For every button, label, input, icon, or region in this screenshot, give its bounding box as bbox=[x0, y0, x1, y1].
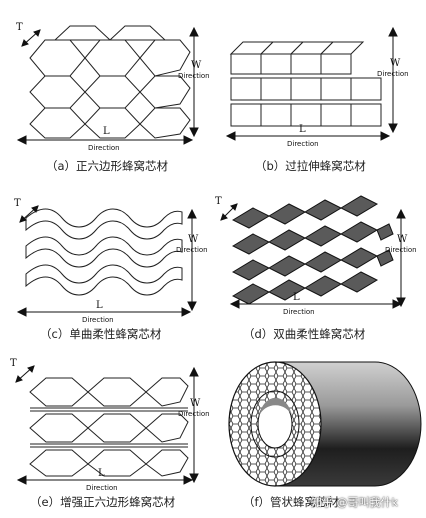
hex-layer-3 bbox=[29, 107, 191, 139]
tube-inner-rim bbox=[250, 390, 300, 458]
panel-e: T W Direction L Direction （e）增强正六边形蜂窝芯材 bbox=[0, 352, 213, 518]
t-label-c: T bbox=[14, 198, 21, 209]
double-curved-core-diagram: T W Direction L Direction bbox=[215, 195, 417, 316]
wave-ribbon-3 bbox=[25, 264, 183, 296]
dark-block-row-4 bbox=[231, 271, 379, 305]
dimension-arrows bbox=[16, 26, 199, 145]
caption-b: （b）过拉伸蜂窝芯材 bbox=[255, 159, 366, 173]
l-label-c: L bbox=[96, 300, 103, 311]
reinforced-layer-1 bbox=[29, 377, 189, 412]
dark-block-row-2 bbox=[231, 221, 394, 255]
dark-block-row-1 bbox=[231, 195, 379, 229]
overexpanded-core-diagram: W Direction L Direction bbox=[225, 26, 409, 148]
l-label: L bbox=[103, 126, 110, 137]
rect-layer-2 bbox=[230, 77, 382, 101]
panel-f: （f）管状蜂窝芯材 知乎 @哥叫我什k bbox=[213, 352, 426, 518]
w-direction-label-e: Direction bbox=[178, 410, 210, 418]
dimension-arrows-b bbox=[225, 26, 398, 141]
l-label-b: L bbox=[299, 124, 306, 135]
w-label-e: W bbox=[190, 398, 201, 409]
caption-a: （a）正六边形蜂窝芯材 bbox=[46, 159, 169, 173]
l-direction-label-d: Direction bbox=[283, 308, 315, 316]
single-curved-core-diagram: T W Direction L Direction bbox=[14, 198, 208, 324]
wave-ribbon-2 bbox=[25, 236, 183, 268]
w-direction-label-c: Direction bbox=[176, 246, 208, 254]
watermark: 知乎 @哥叫我什k bbox=[311, 496, 398, 509]
wave-ribbon-1 bbox=[25, 208, 183, 240]
t-label: T bbox=[16, 22, 23, 33]
caption-c: （c）单曲柔性蜂窝芯材 bbox=[40, 327, 162, 341]
t-label-e: T bbox=[10, 358, 17, 369]
w-direction-label: Direction bbox=[178, 72, 210, 80]
tubular-core-diagram bbox=[228, 361, 422, 487]
panel-c: T W Direction L Direction （c）单曲柔性蜂窝芯材 bbox=[0, 190, 213, 350]
w-label-d: W bbox=[397, 234, 408, 245]
l-label-d: L bbox=[293, 292, 300, 303]
l-direction-label: Direction bbox=[88, 144, 120, 152]
l-label-e: L bbox=[98, 468, 105, 479]
panel-a: T W Direction L Direction （a）正六边形蜂窝芯材 bbox=[0, 0, 213, 178]
reinforced-layer-2 bbox=[29, 413, 189, 448]
w-direction-label-b: Direction bbox=[377, 70, 409, 78]
caption-f: （f）管状蜂窝芯材 bbox=[243, 495, 340, 509]
t-label-d: T bbox=[215, 196, 222, 207]
dimension-arrows-d bbox=[220, 203, 406, 309]
dimension-arrows-c bbox=[16, 205, 197, 317]
l-direction-label-c: Direction bbox=[82, 316, 114, 324]
w-label-b: W bbox=[390, 58, 401, 69]
dark-block-row-3 bbox=[231, 247, 394, 281]
w-label: W bbox=[191, 60, 202, 71]
reinforced-hexagon-core-diagram: T W Direction L Direction bbox=[10, 358, 210, 492]
l-direction-label-b: Direction bbox=[287, 140, 319, 148]
panel-b: W Direction L Direction （b）过拉伸蜂窝芯材 bbox=[213, 0, 426, 178]
hex-layer-2 bbox=[29, 75, 191, 109]
panel-d: T W Direction L Direction （d）双曲柔性蜂窝芯材 bbox=[213, 190, 426, 350]
hexagon-core-diagram: T W Direction L Direction bbox=[16, 22, 210, 152]
w-direction-label-d: Direction bbox=[385, 246, 417, 254]
tube-inner-shadow bbox=[259, 397, 292, 416]
reinforced-layer-3 bbox=[29, 449, 189, 477]
l-direction-label-e: Direction bbox=[86, 484, 118, 492]
rect-layer-3 bbox=[230, 103, 382, 127]
rect-layer-1 bbox=[229, 41, 365, 75]
caption-d: （d）双曲柔性蜂窝芯材 bbox=[243, 327, 366, 341]
w-label-c: W bbox=[188, 234, 199, 245]
dimension-arrows-e bbox=[15, 365, 199, 485]
hex-layer-1 bbox=[29, 25, 191, 77]
caption-e: （e）增强正六边形蜂窝芯材 bbox=[30, 495, 176, 509]
